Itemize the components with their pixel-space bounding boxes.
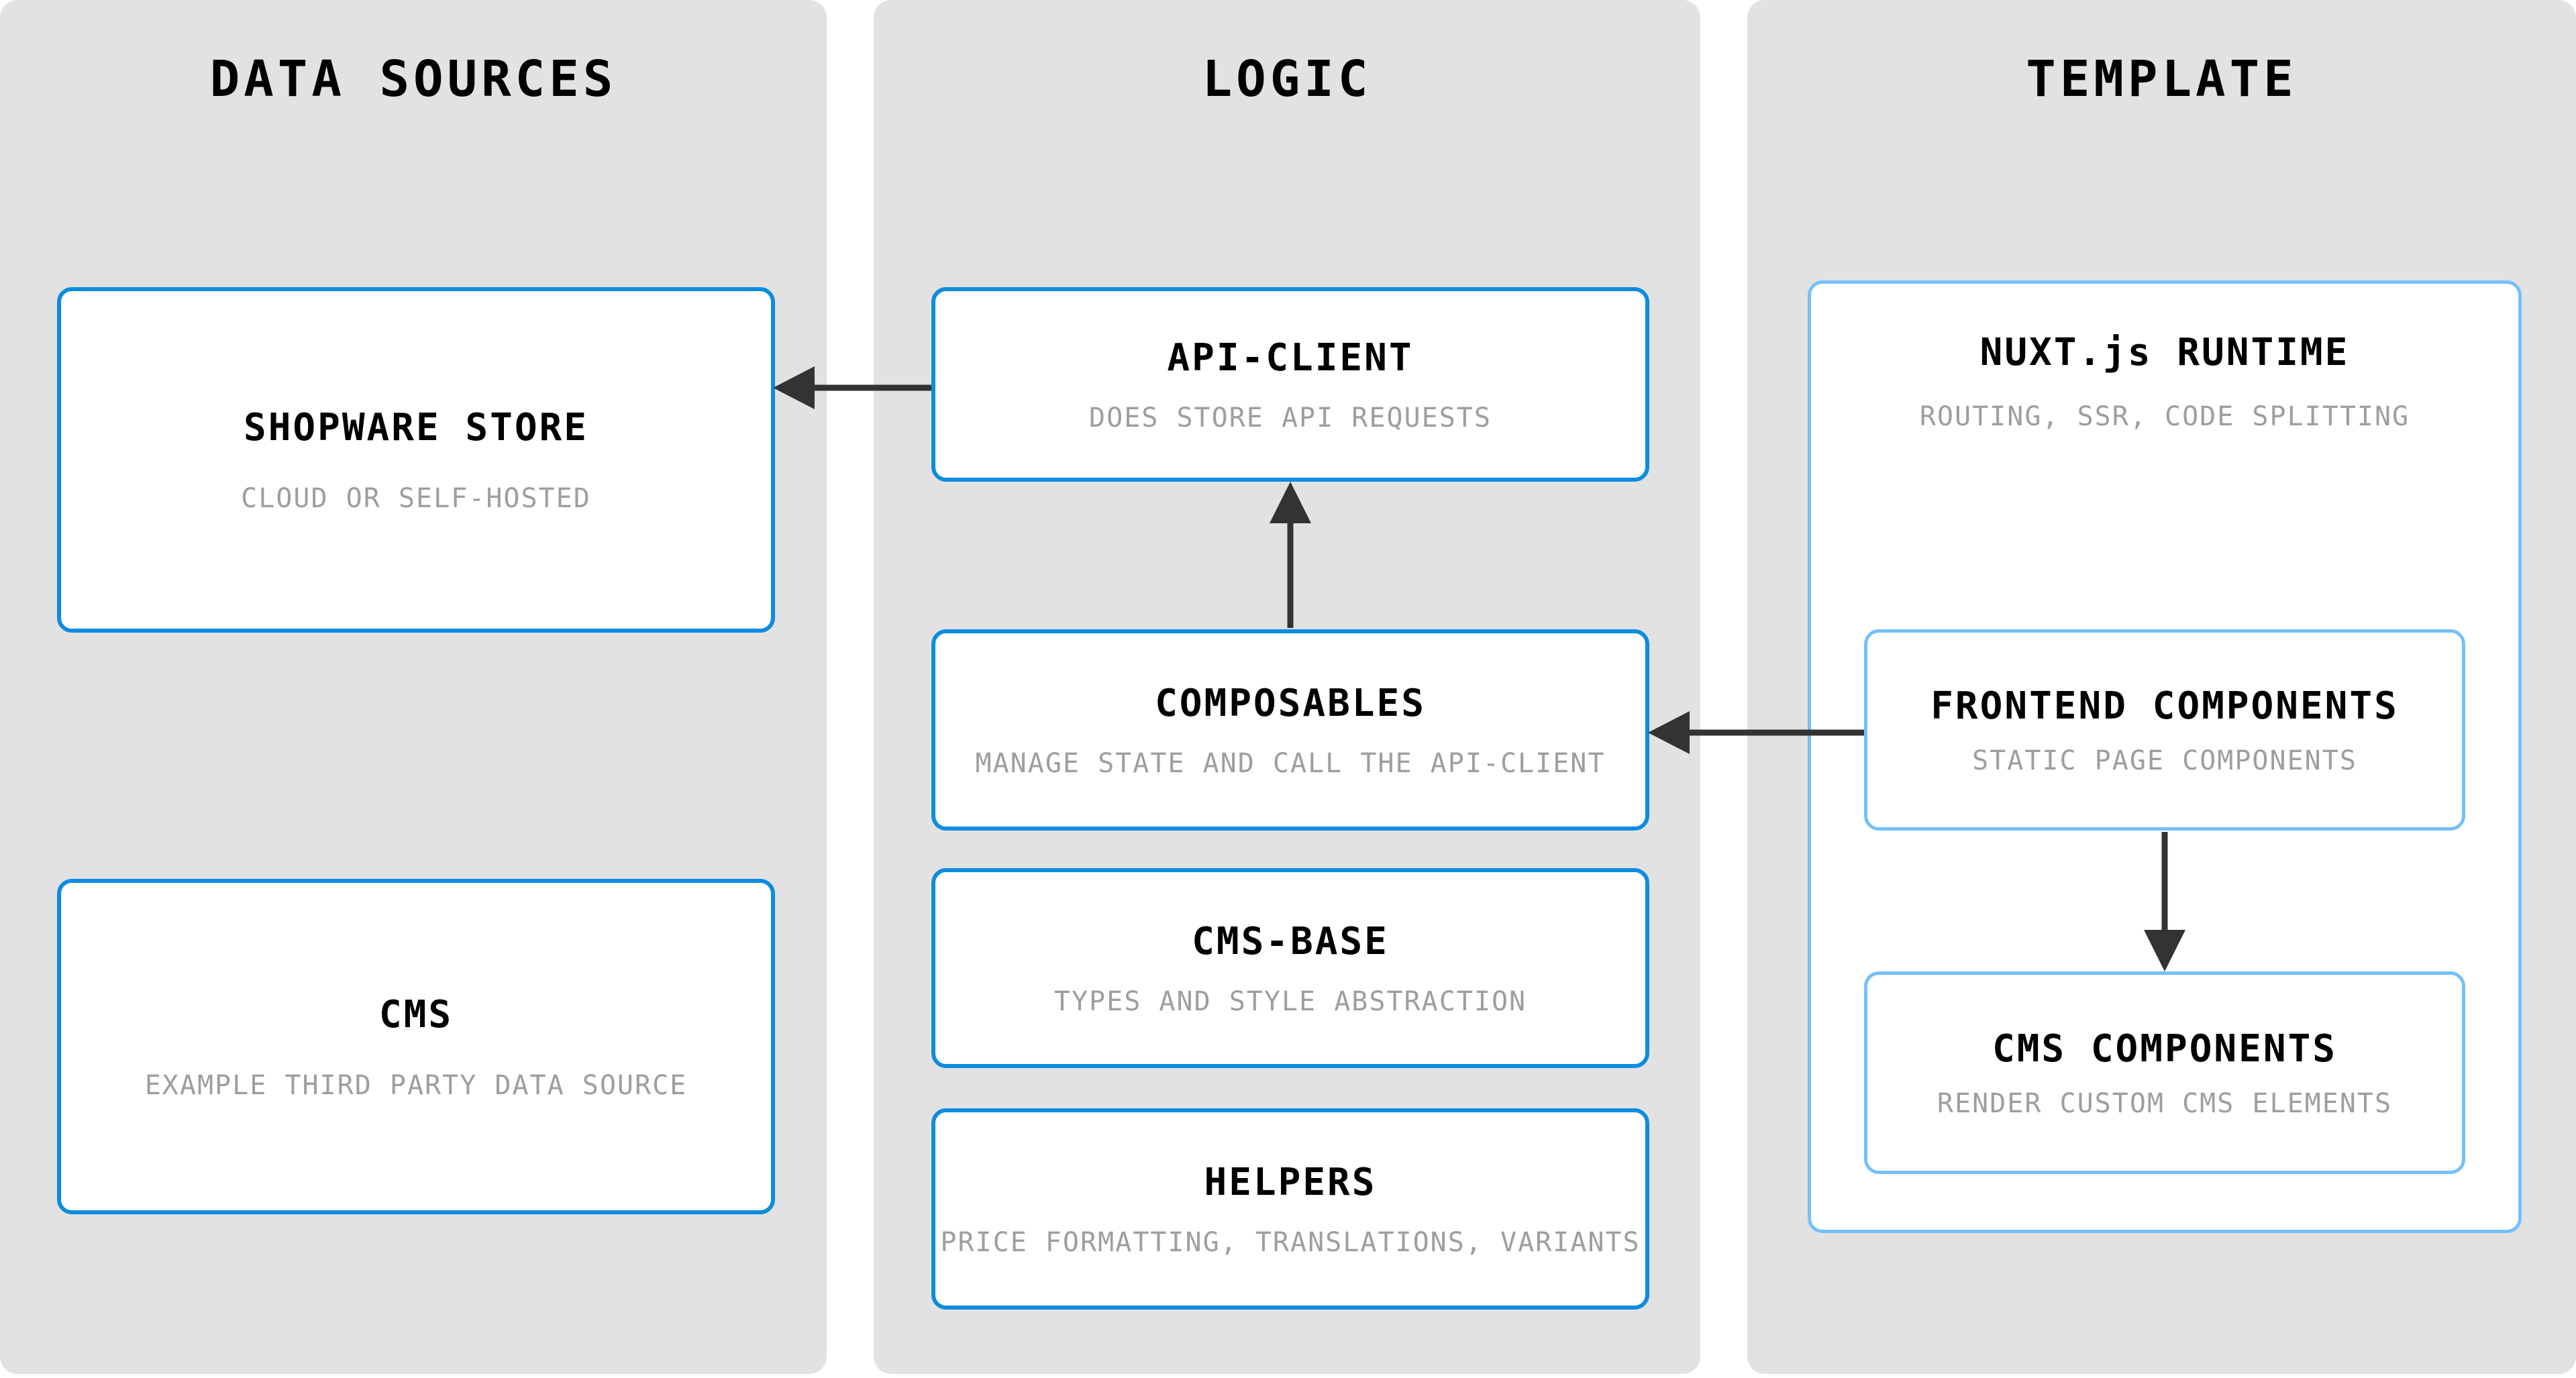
lane-title-logic: LOGIC <box>1202 50 1372 108</box>
node-subtitle-helpers: PRICE FORMATTING, TRANSLATIONS, VARIANTS <box>940 1226 1641 1258</box>
node-cms[interactable]: CMS EXAMPLE THIRD PARTY DATA SOURCE <box>57 879 775 1214</box>
node-title-cms-base: CMS-BASE <box>1192 919 1389 963</box>
node-title-cms-components: CMS COMPONENTS <box>1992 1026 2337 1071</box>
node-subtitle-cms: EXAMPLE THIRD PARTY DATA SOURCE <box>144 1069 688 1101</box>
node-subtitle-nuxt-runtime: ROUTING, SSR, CODE SPLITTING <box>1919 401 2410 432</box>
node-composables[interactable]: COMPOSABLES MANAGE STATE AND CALL THE AP… <box>931 629 1649 831</box>
node-title-api-client: API-CLIENT <box>1167 335 1414 380</box>
node-subtitle-api-client: DOES STORE API REQUESTS <box>1089 402 1492 433</box>
node-title-helpers: HELPERS <box>1204 1160 1377 1204</box>
node-title-shopware-store: SHOPWARE STORE <box>243 406 588 449</box>
node-title-nuxt-runtime: NUXT.js RUNTIME <box>1979 331 2350 374</box>
node-subtitle-frontend-components: STATIC PAGE COMPONENTS <box>1972 745 2357 776</box>
node-helpers[interactable]: HELPERS PRICE FORMATTING, TRANSLATIONS, … <box>931 1108 1649 1310</box>
node-frontend-components[interactable]: FRONTEND COMPONENTS STATIC PAGE COMPONEN… <box>1864 629 2465 831</box>
lane-title-template: TEMPLATE <box>2026 50 2298 108</box>
node-shopware-store[interactable]: SHOPWARE STORE CLOUD OR SELF-HOSTED <box>57 287 775 633</box>
node-title-composables: COMPOSABLES <box>1155 681 1426 725</box>
node-cms-base[interactable]: CMS-BASE TYPES AND STYLE ABSTRACTION <box>931 868 1649 1068</box>
node-cms-components[interactable]: CMS COMPONENTS RENDER CUSTOM CMS ELEMENT… <box>1864 971 2465 1174</box>
node-subtitle-shopware-store: CLOUD OR SELF-HOSTED <box>241 483 591 514</box>
node-subtitle-cms-base: TYPES AND STYLE ABSTRACTION <box>1053 986 1527 1017</box>
node-title-cms: CMS <box>378 992 454 1037</box>
node-title-frontend-components: FRONTEND COMPONENTS <box>1930 684 2399 728</box>
node-subtitle-composables: MANAGE STATE AND CALL THE API-CLIENT <box>975 747 1606 779</box>
node-api-client[interactable]: API-CLIENT DOES STORE API REQUESTS <box>931 287 1649 482</box>
node-subtitle-cms-components: RENDER CUSTOM CMS ELEMENTS <box>1937 1088 2393 1119</box>
lane-title-data-sources: DATA SOURCES <box>209 50 617 108</box>
